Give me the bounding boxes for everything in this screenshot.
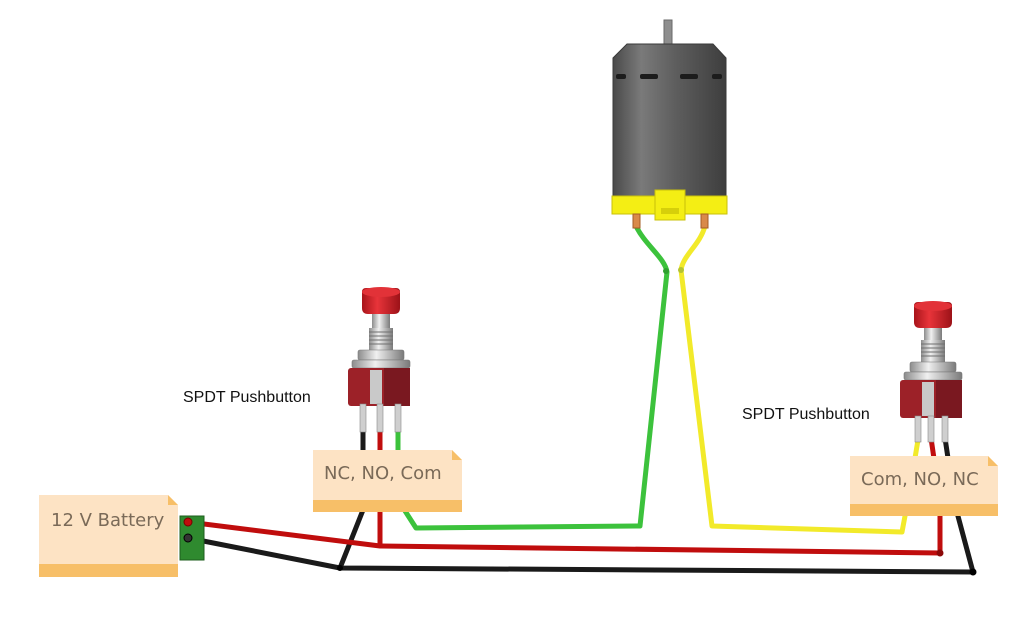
- button-bushing: [921, 340, 945, 362]
- right-pushbutton[interactable]: [900, 301, 963, 443]
- button-plunger: [924, 328, 942, 340]
- wire-yellow: [678, 225, 921, 535]
- switch-housing-side: [936, 380, 962, 418]
- button-bushing: [369, 328, 393, 350]
- bushing-thread: [369, 331, 393, 345]
- bushing-thread: [921, 343, 945, 357]
- switch-housing-side: [384, 368, 410, 406]
- right-switch-label: SPDT Pushbutton: [742, 406, 870, 423]
- motor-end-tab: [654, 189, 686, 221]
- button-cap-top: [362, 287, 400, 297]
- button-washer: [903, 371, 963, 381]
- switch-pin-1: [914, 415, 922, 443]
- note-battery: 12 V Battery: [39, 495, 178, 577]
- left-switch-label: SPDT Pushbutton: [183, 389, 311, 406]
- switch-pin-2: [376, 403, 384, 433]
- button-washer: [351, 359, 411, 369]
- motor-terminal-right: [700, 213, 709, 229]
- switch-pin-1: [359, 403, 367, 433]
- wire-joint-red: [936, 549, 944, 557]
- switch-bracket: [922, 382, 934, 416]
- terminal-negative: [183, 533, 193, 543]
- terminal-positive: [183, 517, 193, 527]
- motor-tab-detail: [661, 208, 679, 214]
- wire-joint-green: [663, 268, 669, 274]
- button-cap-top: [914, 301, 952, 311]
- wire-green: [395, 224, 670, 531]
- note-battery-text: 12 V Battery: [51, 510, 165, 531]
- left-pushbutton[interactable]: [348, 287, 411, 433]
- wire-joint-yellow: [678, 267, 684, 273]
- battery-terminal-block: [179, 515, 205, 561]
- wire-joint-black-right: [969, 568, 977, 576]
- motor-terminal-left: [632, 213, 641, 229]
- motor-body: [612, 43, 727, 197]
- switch-bracket: [370, 370, 382, 404]
- switch-pin-3: [941, 415, 949, 443]
- button-nut: [909, 361, 957, 373]
- note-left-pins: NC, NO, Com: [313, 450, 462, 512]
- note-right-pins: Com, NO, NC: [850, 456, 998, 516]
- wire-joint-black: [337, 565, 343, 571]
- wire-black-bus: [187, 535, 974, 575]
- motor-vents: [616, 74, 722, 79]
- note-left-pins-text: NC, NO, Com: [324, 463, 442, 484]
- button-plunger: [372, 314, 390, 328]
- button-nut: [357, 349, 405, 361]
- switch-pin-3: [394, 403, 402, 433]
- switch-pin-2: [927, 415, 935, 443]
- note-right-pins-text: Com, NO, NC: [861, 469, 979, 490]
- dc-motor: [611, 19, 728, 229]
